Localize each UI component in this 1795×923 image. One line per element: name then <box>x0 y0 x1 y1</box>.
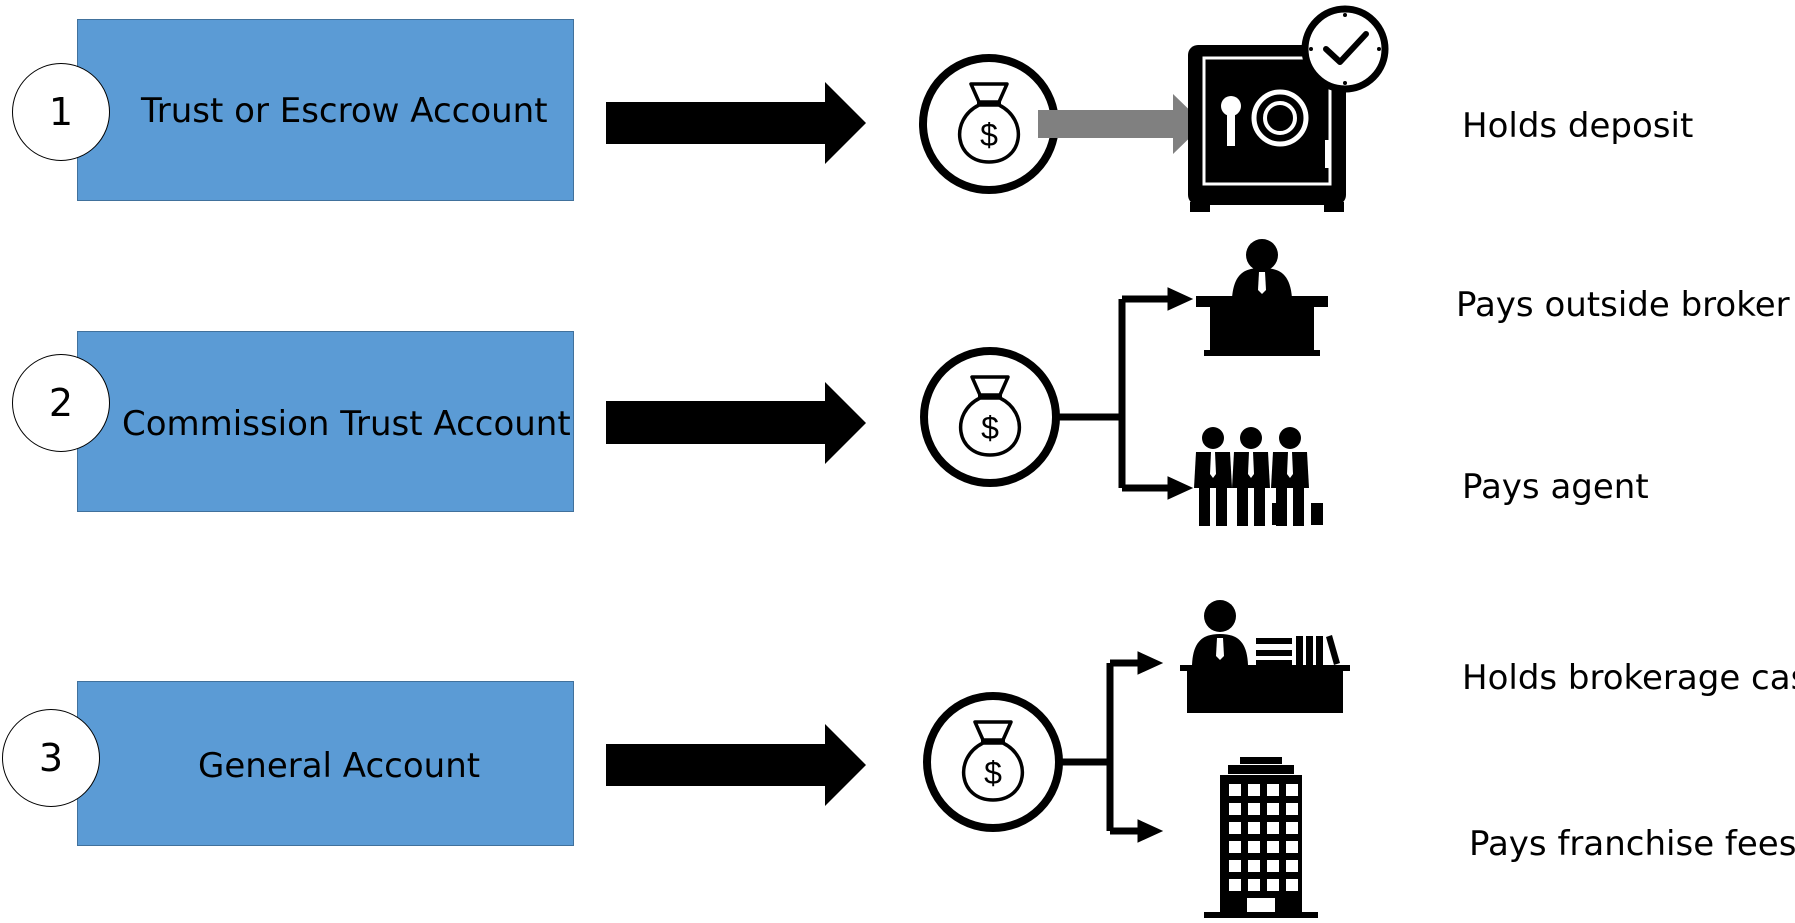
building-window <box>1248 841 1260 853</box>
general-account-box <box>77 681 574 846</box>
building-window <box>1248 822 1260 834</box>
outcome-pays-franchise-fees: Pays franchise fees <box>1469 824 1795 864</box>
building-window <box>1267 879 1279 891</box>
building-window <box>1229 879 1241 891</box>
building-window <box>1267 784 1279 796</box>
money-bag-icon: $ <box>919 54 1059 194</box>
building-window <box>1267 860 1279 872</box>
money-bag-icon: $ <box>920 347 1060 487</box>
building-window <box>1267 803 1279 815</box>
broker-at-desk-icon <box>1196 239 1328 356</box>
outcome-pays-outside-broker: Pays outside broker <box>1456 285 1790 325</box>
building-window <box>1248 860 1260 872</box>
building-window <box>1229 860 1241 872</box>
step-number-3-text: 3 <box>38 736 64 780</box>
building-window <box>1267 841 1279 853</box>
commission-trust-account-label: Commission Trust Account <box>122 404 571 444</box>
deposit-arrow <box>1038 94 1204 154</box>
money-bag-icon: $ <box>923 692 1063 832</box>
money-bag-symbol: $ <box>980 117 998 153</box>
general-account-label: General Account <box>198 746 481 786</box>
office-worker-desk-icon <box>1180 600 1350 713</box>
building-window <box>1248 879 1260 891</box>
building-window <box>1229 784 1241 796</box>
commission-trust-account-box <box>77 331 574 512</box>
step-number-1-text: 1 <box>48 90 74 134</box>
building-door <box>1247 898 1275 912</box>
building-window <box>1248 803 1260 815</box>
step-number-3: 3 <box>2 709 100 807</box>
arrow-row-1 <box>606 82 866 164</box>
trust-escrow-account-box <box>77 19 574 201</box>
money-bag-symbol: $ <box>984 755 1002 791</box>
trust-escrow-account-label: Trust or Escrow Account <box>141 91 548 131</box>
building-window <box>1267 822 1279 834</box>
money-bag-symbol: $ <box>981 410 999 446</box>
outcome-holds-brokerage-cash: Holds brokerage cash <box>1462 658 1795 698</box>
branch-connector-row-3 <box>1060 651 1164 843</box>
outcome-pays-agent: Pays agent <box>1462 467 1649 507</box>
building-windows <box>1229 784 1298 912</box>
building-window <box>1286 860 1298 872</box>
office-building-icon <box>1204 757 1318 918</box>
step-number-1: 1 <box>12 63 110 161</box>
building-window <box>1286 879 1298 891</box>
building-window <box>1248 784 1260 796</box>
building-window <box>1229 841 1241 853</box>
building-window <box>1229 822 1241 834</box>
building-window <box>1286 803 1298 815</box>
branch-connector-row-2 <box>1057 287 1194 500</box>
building-window <box>1229 803 1241 815</box>
step-number-2: 2 <box>12 354 110 452</box>
building-window <box>1286 841 1298 853</box>
building-window <box>1286 784 1298 796</box>
safe-icon <box>1188 45 1346 212</box>
building-window <box>1286 822 1298 834</box>
outcome-holds-deposit: Holds deposit <box>1462 106 1694 146</box>
arrow-row-3 <box>606 724 866 806</box>
arrow-row-2 <box>606 382 866 464</box>
step-number-2-text: 2 <box>48 381 74 425</box>
clock-icon <box>1301 5 1389 93</box>
agents-group-icon <box>1194 427 1323 526</box>
